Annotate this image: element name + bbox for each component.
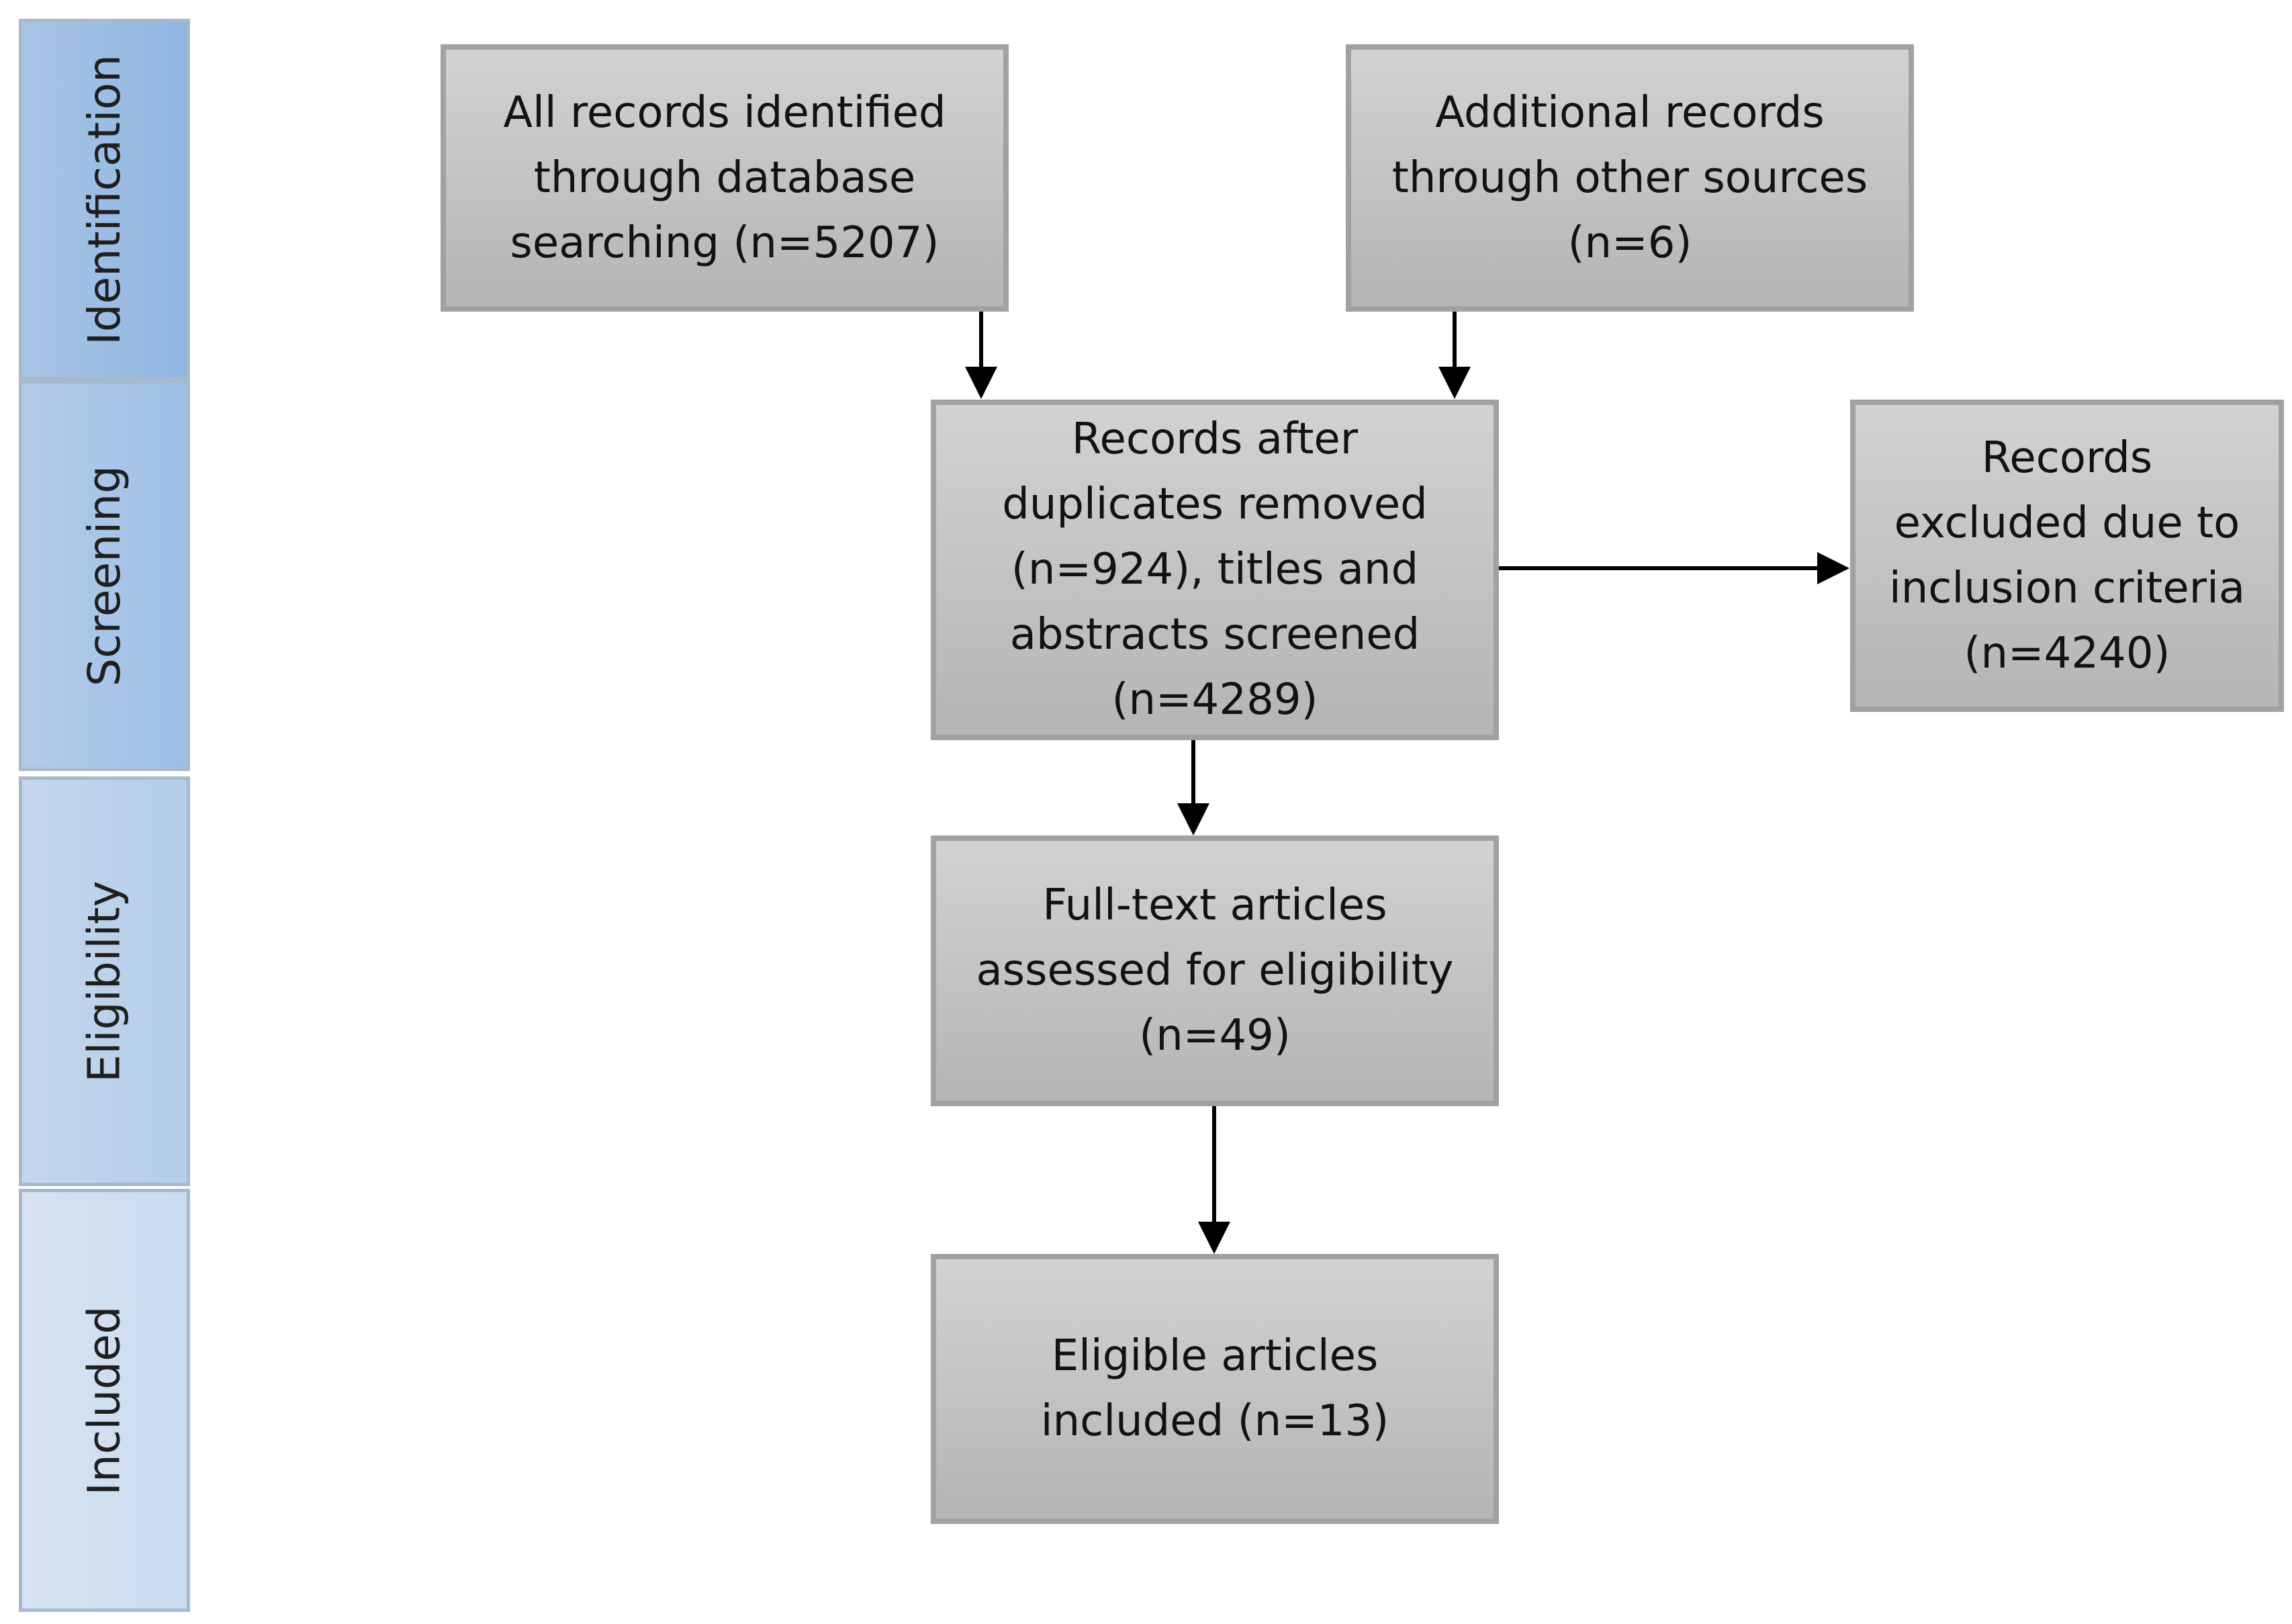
- included-articles-box: Eligible articles included (n=13): [931, 1254, 1499, 1524]
- screened-records-box: Records after duplicates removed (n=924)…: [931, 400, 1499, 740]
- other-sources-text: Additional records through other sources…: [1391, 87, 1868, 268]
- stage-eligibility: Eligibility: [19, 776, 190, 1186]
- included-articles-text: Eligible articles included (n=13): [1040, 1331, 1389, 1446]
- stage-screening: Screening: [19, 380, 190, 771]
- stage-included: Included: [19, 1189, 190, 1612]
- stage-identification: Identification: [19, 19, 190, 380]
- excluded-records-box: Records excluded due to inclusion criter…: [1850, 400, 2284, 712]
- database-records-text: All records identified through database …: [503, 87, 946, 268]
- full-text-box: Full-text articles assessed for eligibil…: [931, 836, 1499, 1106]
- excluded-records-text: Records excluded due to inclusion criter…: [1888, 433, 2246, 678]
- database-records-box: All records identified through database …: [441, 44, 1009, 312]
- screened-records-text: Records after duplicates removed (n=924)…: [1002, 414, 1428, 725]
- full-text-text: Full-text articles assessed for eligibil…: [976, 881, 1454, 1061]
- other-sources-box: Additional records through other sources…: [1346, 44, 1914, 312]
